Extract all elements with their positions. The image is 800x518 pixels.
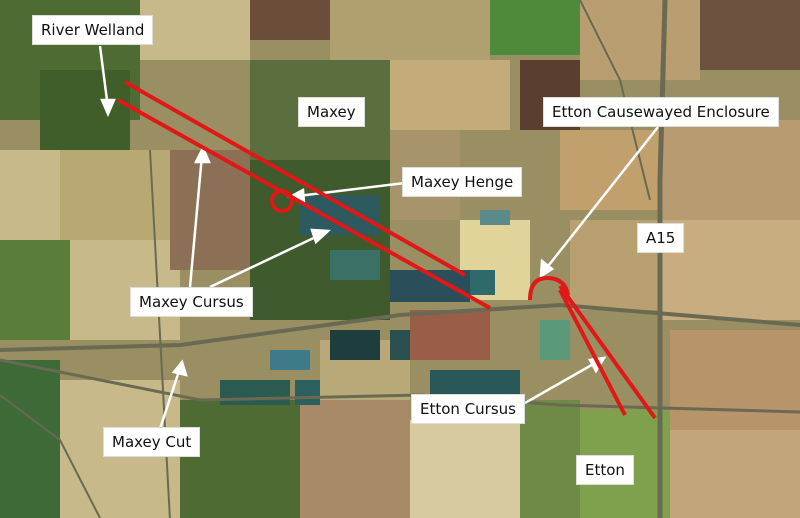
label-etton: Etton: [576, 455, 634, 485]
annotation-arrows: [98, 45, 659, 430]
maxey-henge-ring: [270, 189, 294, 213]
maxey-cursus-north-line: [124, 80, 466, 277]
label-river-welland: River Welland: [32, 15, 154, 45]
label-maxey: Maxey: [298, 97, 365, 127]
monuments: [117, 80, 657, 420]
label-a15: A15: [637, 223, 685, 253]
lakes: [220, 195, 570, 405]
label-maxey-cut: Maxey Cut: [103, 427, 201, 457]
label-maxey-cursus: Maxey Cursus: [130, 287, 253, 317]
etton-enclosure-arc: [528, 275, 570, 301]
etton-cursus-west-line: [558, 289, 627, 416]
etton-cursus-east-line: [558, 284, 657, 420]
label-etton-causewayed-enclosure: Etton Causewayed Enclosure: [543, 97, 779, 127]
maxey-cursus-south-line: [117, 98, 491, 310]
label-maxey-henge: Maxey Henge: [402, 167, 523, 197]
label-etton-cursus: Etton Cursus: [411, 394, 525, 424]
